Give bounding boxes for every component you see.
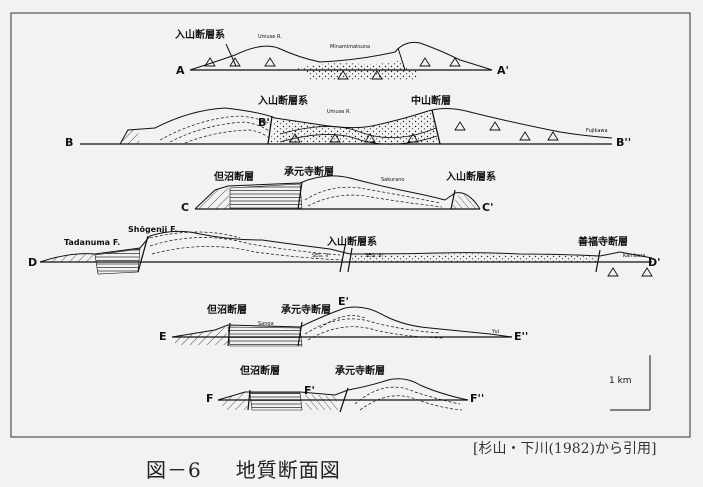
section-b-fault-label-1: 入山断層系 [258, 94, 308, 107]
section-a-place-label-1: Umuse R. [258, 34, 282, 40]
section-d: D D' 入山断層系 善福寺断層 Tadanuma F. Shōgenji F.… [28, 225, 661, 277]
section-b-end-label: B'' [616, 136, 631, 149]
scale-bar: 1 km [609, 355, 651, 411]
section-b-place-label-2: Fujikawa [586, 128, 608, 134]
section-d-fault-label-2: 善福寺断層 [578, 235, 628, 248]
section-a-start-label: A [176, 64, 185, 77]
section-e-mid-label: E' [338, 295, 349, 308]
section-f: F F' F'' 但沼断層 承元寺断層 [206, 364, 484, 413]
scale-bar-label: 1 km [609, 376, 632, 386]
section-d-start-label: D [28, 256, 37, 269]
section-a-place-label-2: Minamimatsuna [330, 44, 370, 50]
section-e-start-label: E [159, 330, 167, 343]
section-a-fault-label: 入山断層系 [175, 28, 225, 41]
section-d-place-label-5: Kambara [623, 253, 645, 259]
section-f-mid-label: F' [304, 384, 315, 397]
section-c: C C' 但沼断層 承元寺断層 入山断層系 Sakurano [181, 165, 496, 214]
section-a: A A' 入山断層系 Umuse R. Minamimatsuna [175, 28, 509, 80]
section-d-place-label-2: Shōgenji F. [128, 225, 177, 234]
section-e-place-label-2: Yui [491, 329, 499, 335]
section-e: E E' E'' 但沼断層 承元寺断層 Sanga Yui [159, 295, 528, 347]
section-f-fault-label-1: 但沼断層 [239, 364, 280, 377]
section-d-place-label-3: SEG. II [312, 253, 328, 259]
section-b: B B' B'' 入山断層系 中山断層 Umuse R. Fujikawa [65, 94, 631, 149]
section-d-fault-label-1: 入山断層系 [327, 235, 377, 248]
section-e-end-label: E'' [514, 330, 528, 343]
section-d-end-label: D' [648, 256, 661, 269]
section-e-fault-label-1: 但沼断層 [206, 303, 247, 316]
section-f-end-label: F'' [470, 392, 484, 405]
figure-caption: 図－6 地質断面図 [146, 454, 375, 483]
section-c-place-label-1: Sakurano [381, 177, 405, 183]
section-b-mid-label: B' [258, 116, 270, 129]
section-e-place-label-1: Sanga [258, 321, 274, 327]
figure-title: 地質断面図 [235, 458, 341, 482]
section-b-fault-label-2: 中山断層 [411, 94, 451, 107]
section-a-end-label: A' [497, 64, 509, 77]
section-b-start-label: B [65, 136, 73, 149]
section-c-end-label: C' [482, 201, 493, 214]
figure-frame [10, 12, 691, 438]
section-c-fault-label-1: 但沼断層 [213, 170, 254, 183]
section-c-fault-label-2: 承元寺断層 [284, 165, 334, 178]
section-c-start-label: C [181, 201, 189, 214]
section-f-fault-label-2: 承元寺断層 [335, 364, 385, 377]
section-e-fault-label-2: 承元寺断層 [281, 303, 331, 316]
section-d-place-label-1: Tadanuma F. [64, 238, 120, 247]
figure-number: 図－6 [146, 458, 202, 482]
figure-citation: [杉山・下川(1982)から引用] [473, 441, 657, 457]
section-f-start-label: F [206, 392, 214, 405]
section-d-place-label-4: SEG. III [365, 253, 383, 259]
section-c-fault-label-3: 入山断層系 [446, 170, 496, 183]
section-b-place-label-1: Umuse R. [327, 109, 351, 115]
